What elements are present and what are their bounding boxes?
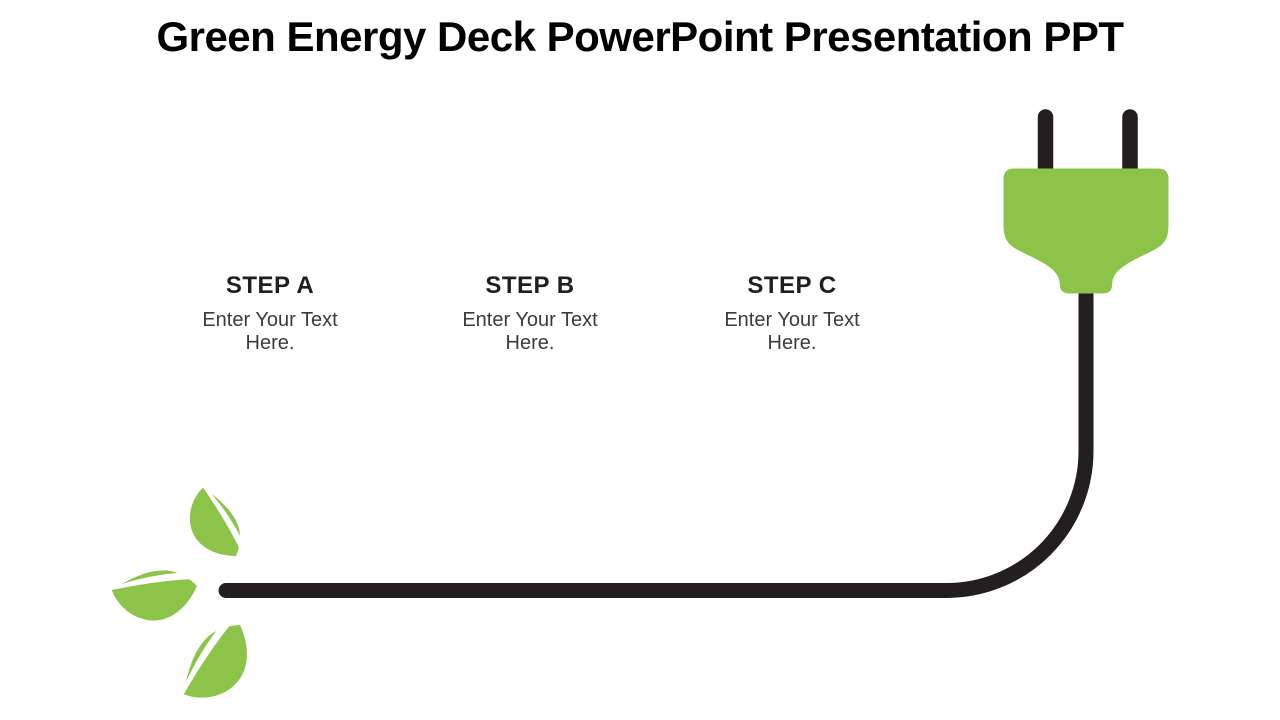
step-b-description: Enter Your Text Here. — [462, 309, 598, 354]
step-a-block: STEP A Enter Your Text Here. — [185, 272, 355, 355]
power-cord — [218, 274, 1094, 598]
step-c-description: Enter Your Text Here. — [724, 309, 860, 354]
leaf-icon-bottom — [175, 619, 251, 700]
slide-title: Green Energy Deck PowerPoint Presentatio… — [156, 13, 1124, 60]
power-plug-icon — [1003, 168, 1169, 294]
step-c-block: STEP C Enter Your Text Here. — [707, 272, 877, 355]
leaf-icon-middle — [107, 540, 204, 638]
step-c-label: STEP C — [747, 272, 837, 299]
step-a-label: STEP A — [225, 272, 315, 299]
leaf-icon-top — [179, 484, 259, 562]
step-b-label: STEP B — [485, 272, 575, 299]
step-a-description: Enter Your Text Here. — [202, 309, 338, 354]
step-b-block: STEP B Enter Your Text Here. — [445, 272, 615, 355]
